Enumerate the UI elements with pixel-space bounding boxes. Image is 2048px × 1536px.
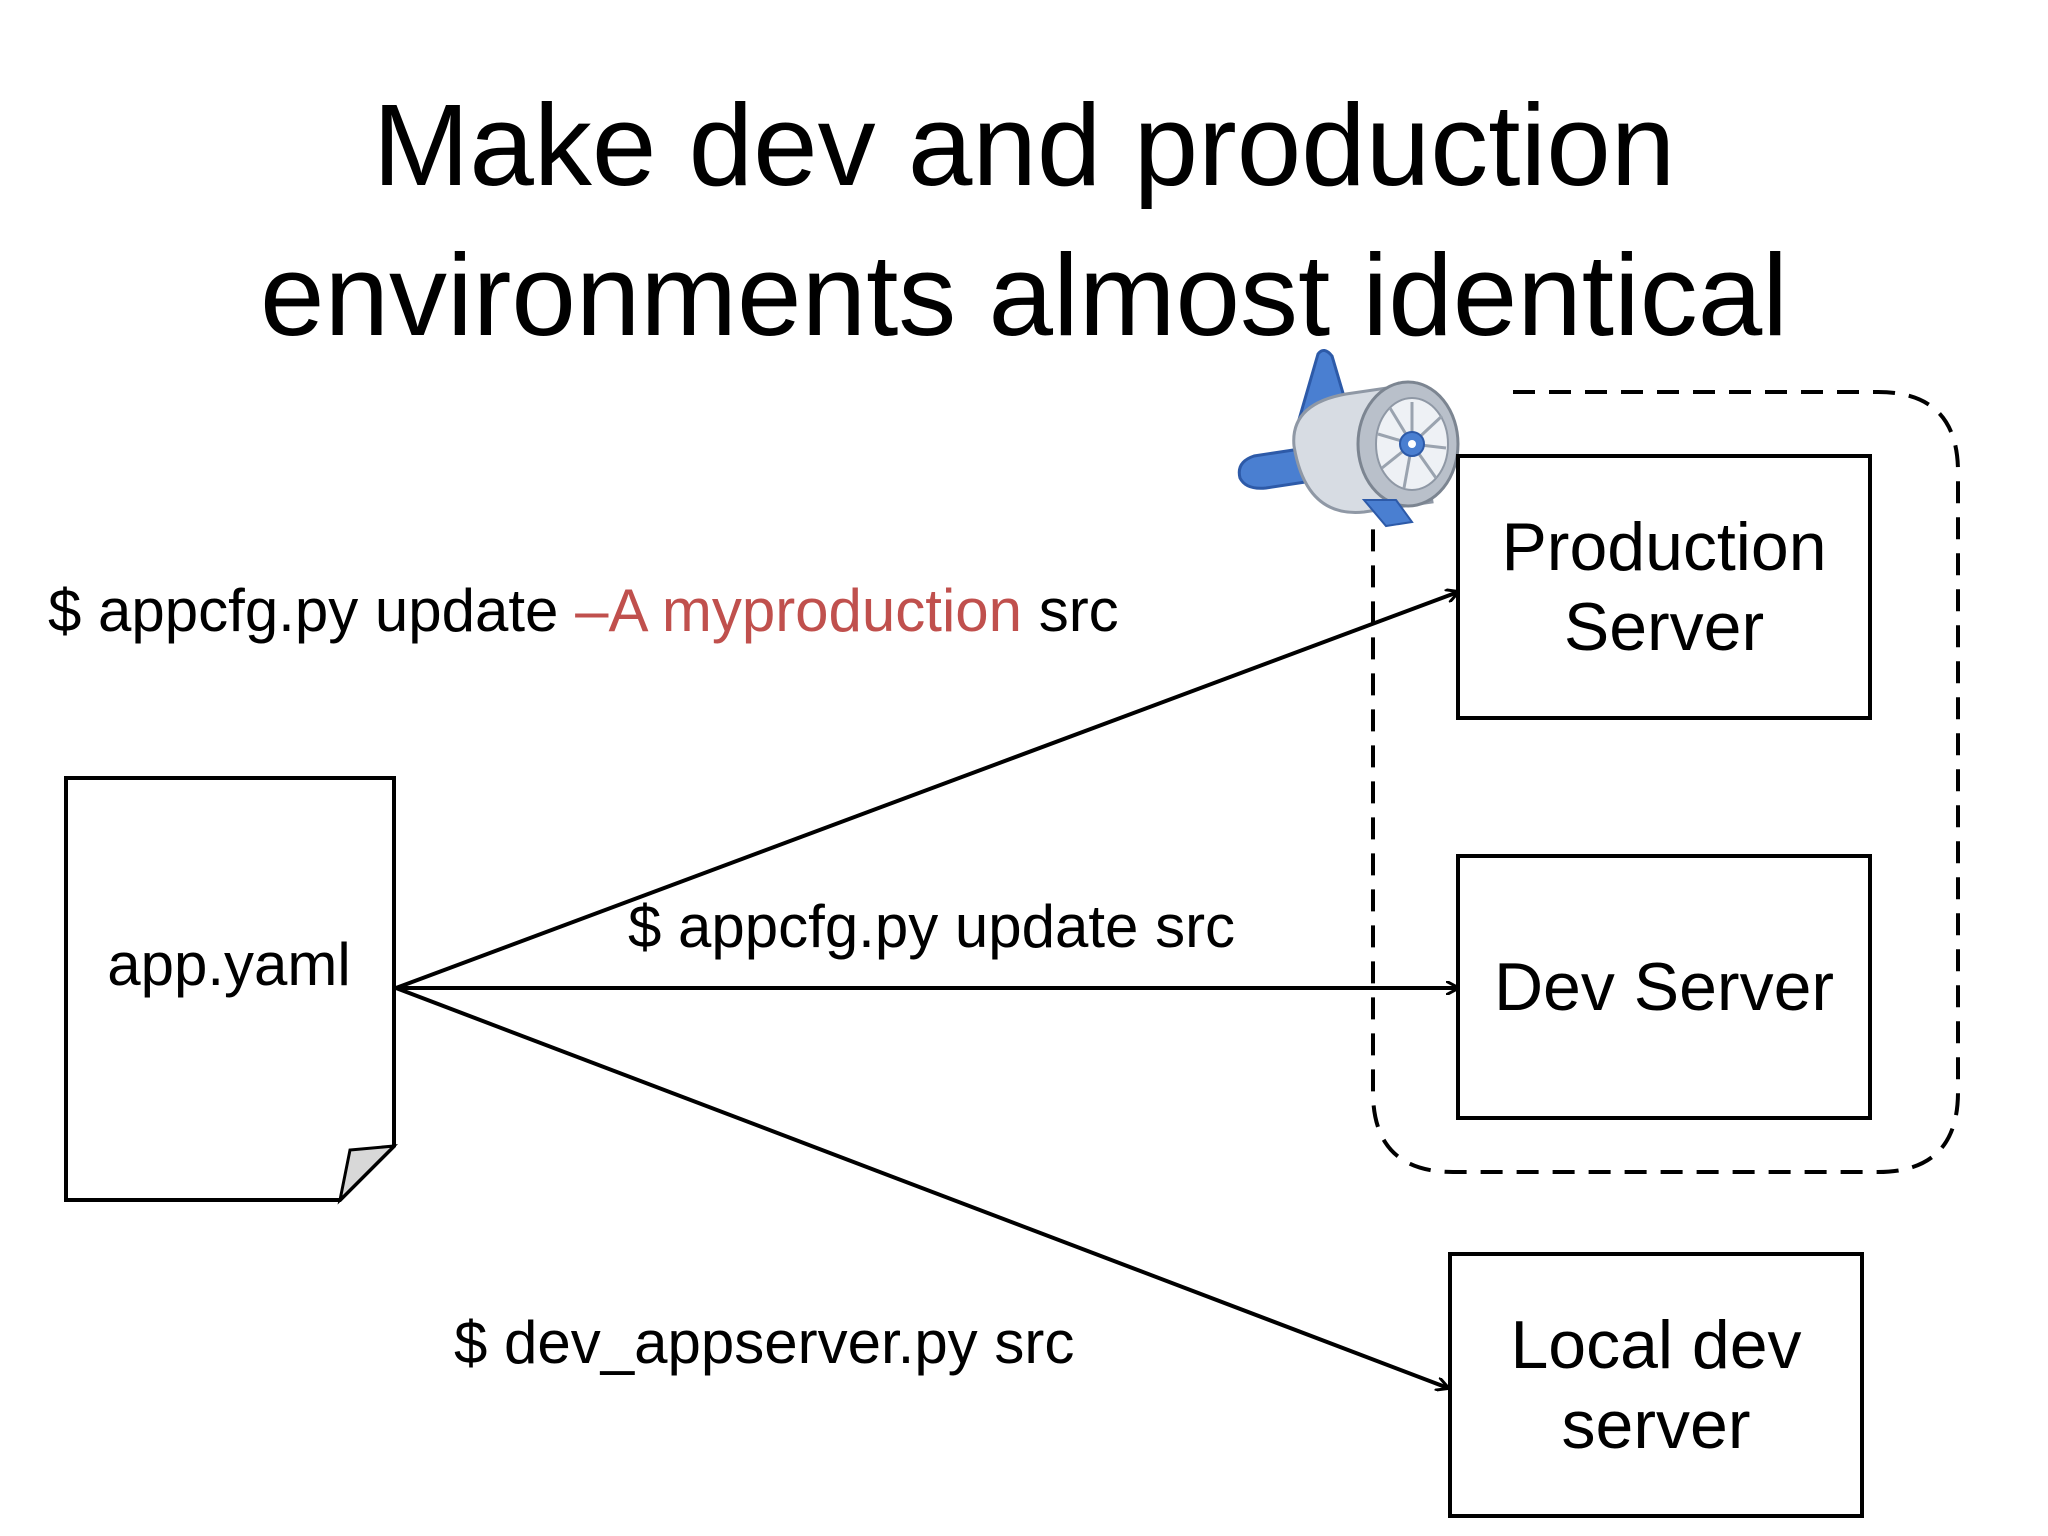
title-line-1: Make dev and production [372,80,1676,210]
production-command-suffix: src [1022,577,1119,644]
production-command-flag: –A myproduction [575,577,1023,644]
file-label: app.yaml [107,931,351,998]
title-line-2: environments almost identical [259,230,1789,360]
slide-title: Make dev and production environments alm… [0,70,2048,370]
dev-server-box: Dev Server [1456,854,1872,1120]
dev-server-label: Dev Server [1493,949,1835,1025]
file-corner-fold [337,1144,398,1205]
dev-command: $ appcfg.py update src [628,893,1236,960]
local-dev-server-box: Local dev server [1448,1252,1864,1518]
production-server-label-line-1: Production [1501,509,1827,585]
local-dev-server-label-line-1: Local dev [1510,1307,1802,1383]
local-command: $ dev_appserver.py src [454,1309,1075,1376]
arrow-to-local [395,986,1448,1388]
production-command: $ appcfg.py update –A myproduction src [48,576,1119,646]
local-dev-server-label-line-2: server [1561,1387,1751,1463]
cloud-group-boundary [1371,390,1960,1174]
production-server-label-line-2: Server [1563,589,1765,665]
arrow-to-production [395,592,1458,990]
production-server-box: Production Server [1456,454,1872,720]
app-engine-logo-icon [1237,349,1460,528]
production-command-prefix: $ appcfg.py update [48,577,576,644]
